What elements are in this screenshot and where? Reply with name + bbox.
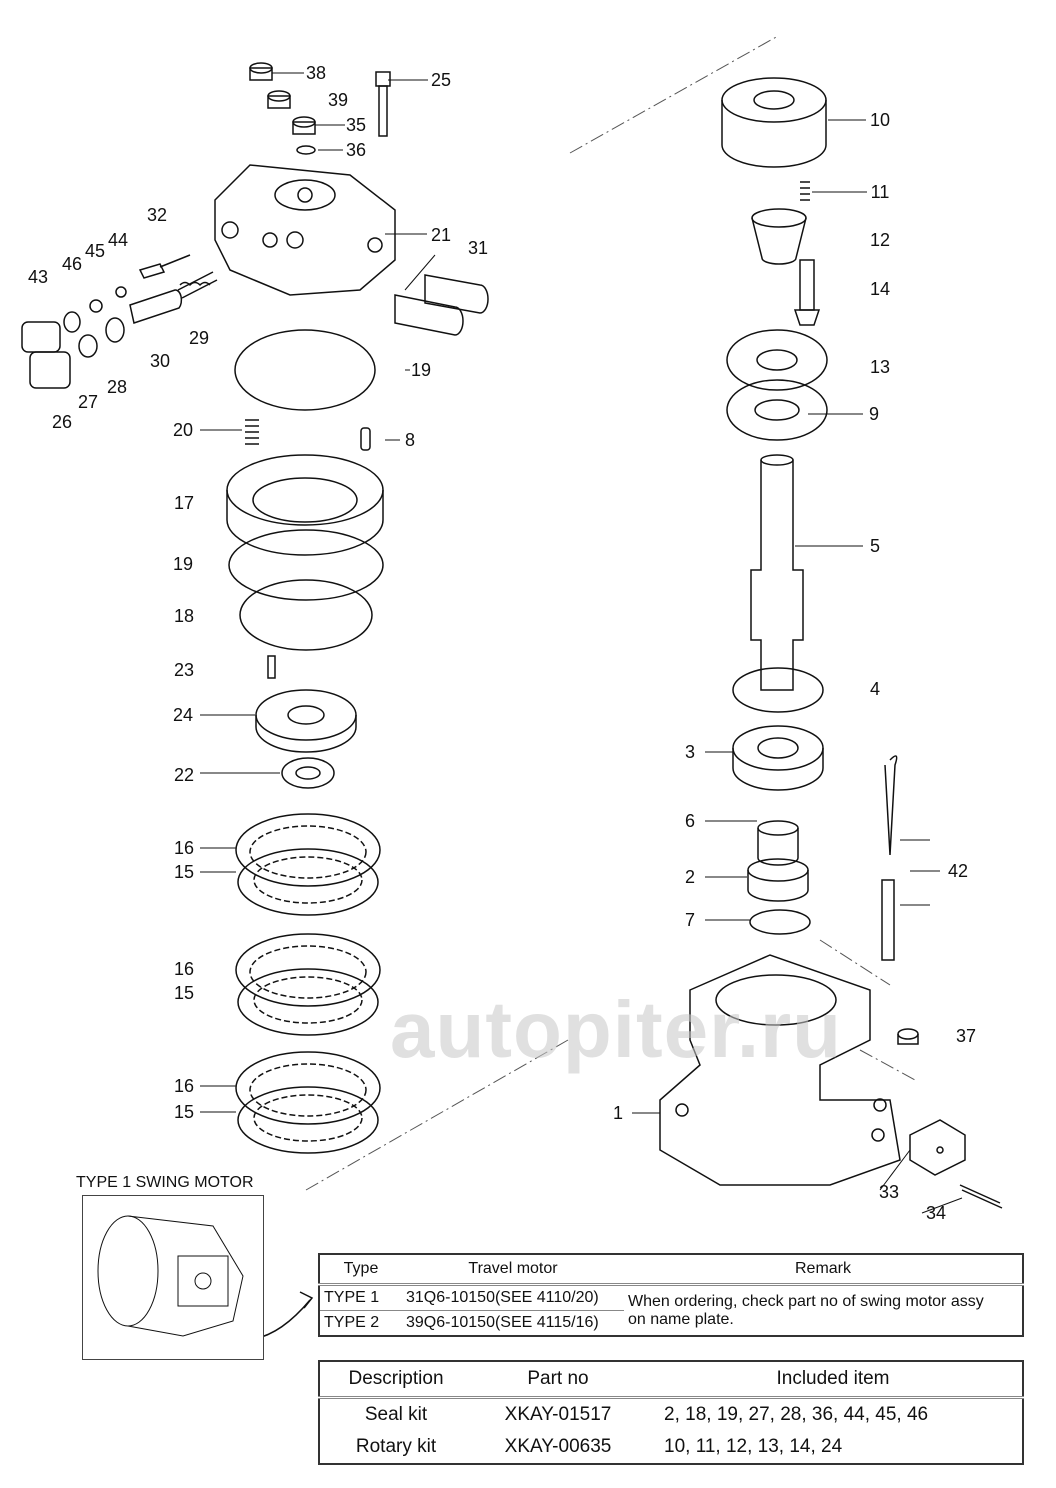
callout: 45: [84, 241, 106, 261]
callout: 8: [404, 430, 416, 450]
motor-cell: 39Q6-10150(SEE 4115/16): [406, 1314, 599, 1331]
callout: 35: [345, 115, 367, 135]
callout: 3: [684, 742, 696, 762]
header-part-no: Part no: [472, 1361, 644, 1399]
callout: 46: [61, 254, 83, 274]
drive-shaft: [750, 454, 804, 691]
plug-parts: [249, 62, 391, 155]
table-row: TYPE 2 39Q6-10150(SEE 4115/16): [319, 1311, 1023, 1337]
callout: 7: [684, 910, 696, 930]
callout: 4: [869, 679, 881, 699]
callout: 16: [173, 838, 195, 858]
callout: 43: [27, 267, 49, 287]
callout: 26: [51, 412, 73, 432]
callout: 23: [173, 660, 195, 680]
type-table: Type Travel motor Remark TYPE 1 31Q6-101…: [318, 1253, 1024, 1337]
callout: 29: [188, 328, 210, 348]
remark-cell: When ordering, check part no of swing mo…: [624, 1285, 1023, 1337]
cylinder-block: [721, 77, 827, 168]
remark-line: When ordering, check part no of swing mo…: [628, 1292, 984, 1310]
callout: 11: [870, 182, 890, 202]
callout: 44: [107, 230, 129, 250]
callout: 33: [878, 1182, 900, 1202]
friction-plates: [235, 813, 381, 1154]
callout: 34: [925, 1203, 947, 1223]
callout: 24: [172, 705, 194, 725]
callout: 15: [173, 983, 195, 1003]
swing-motor-inset: [82, 1195, 264, 1360]
callout: 27: [77, 392, 99, 412]
callout: 36: [345, 140, 367, 160]
callout: 14: [869, 279, 891, 299]
callout: 15: [173, 862, 195, 882]
brake-piston: [226, 454, 384, 556]
swing-motor-illustration: [97, 1215, 244, 1337]
remark-line: on name plate.: [628, 1310, 734, 1328]
type-cell: TYPE 2: [324, 1314, 380, 1331]
callout: 19: [410, 360, 432, 380]
kit-table: Description Part no Included item Seal k…: [318, 1360, 1024, 1465]
callout: 5: [869, 536, 881, 556]
callout: 32: [146, 205, 168, 225]
callout: 28: [106, 377, 128, 397]
table-row: Seal kit XKAY-01517 2, 18, 19, 27, 28, 3…: [319, 1398, 1023, 1432]
callout: 2: [684, 867, 696, 887]
callout: 6: [684, 811, 696, 831]
header-description: Description: [319, 1361, 472, 1399]
callout: 22: [173, 765, 195, 785]
motor-cell: 31Q6-10150(SEE 4110/20): [402, 1284, 624, 1311]
callout: 1: [612, 1103, 624, 1123]
type-cell: TYPE 1: [319, 1284, 402, 1311]
callout: 15: [173, 1102, 195, 1122]
description-cell: Rotary kit: [355, 1436, 437, 1457]
motor-housing: [659, 954, 901, 1186]
callout: 9: [868, 404, 880, 424]
callout: 16: [173, 959, 195, 979]
callout: 38: [305, 63, 327, 83]
part-no-cell: XKAY-01517: [504, 1404, 612, 1425]
callout: 19: [172, 554, 194, 574]
callout: 12: [869, 230, 891, 250]
callout: 31: [467, 238, 489, 258]
callout: 13: [869, 357, 891, 377]
table-row: Rotary kit XKAY-00635 10, 11, 12, 13, 14…: [319, 1431, 1023, 1464]
callout: 21: [430, 225, 452, 245]
header-remark: Remark: [624, 1254, 1023, 1286]
valve-cover: [214, 164, 396, 296]
callout: 20: [172, 420, 194, 440]
callout: 37: [955, 1026, 977, 1046]
callout: 30: [149, 351, 171, 371]
callout: 39: [327, 90, 349, 110]
callout: 18: [173, 606, 195, 626]
watermark: autopiter.ru: [390, 985, 843, 1074]
header-travel-motor: Travel motor: [402, 1254, 624, 1286]
description-cell: Seal kit: [364, 1404, 428, 1425]
header-included-item: Included item: [644, 1361, 1023, 1399]
callout: 42: [947, 861, 969, 881]
callout: 17: [173, 493, 195, 513]
callout: 10: [869, 110, 891, 130]
table-row: TYPE 1 31Q6-10150(SEE 4110/20) When orde…: [319, 1284, 1023, 1328]
items-cell: 2, 18, 19, 27, 28, 36, 44, 45, 46: [664, 1404, 929, 1425]
inset-title: TYPE 1 SWING MOTOR: [76, 1174, 254, 1191]
items-cell: 10, 11, 12, 13, 14, 24: [664, 1436, 843, 1457]
part-no-cell: XKAY-00635: [504, 1436, 612, 1457]
callout: 25: [430, 70, 452, 90]
header-type: Type: [319, 1254, 402, 1286]
callout: 16: [173, 1076, 195, 1096]
